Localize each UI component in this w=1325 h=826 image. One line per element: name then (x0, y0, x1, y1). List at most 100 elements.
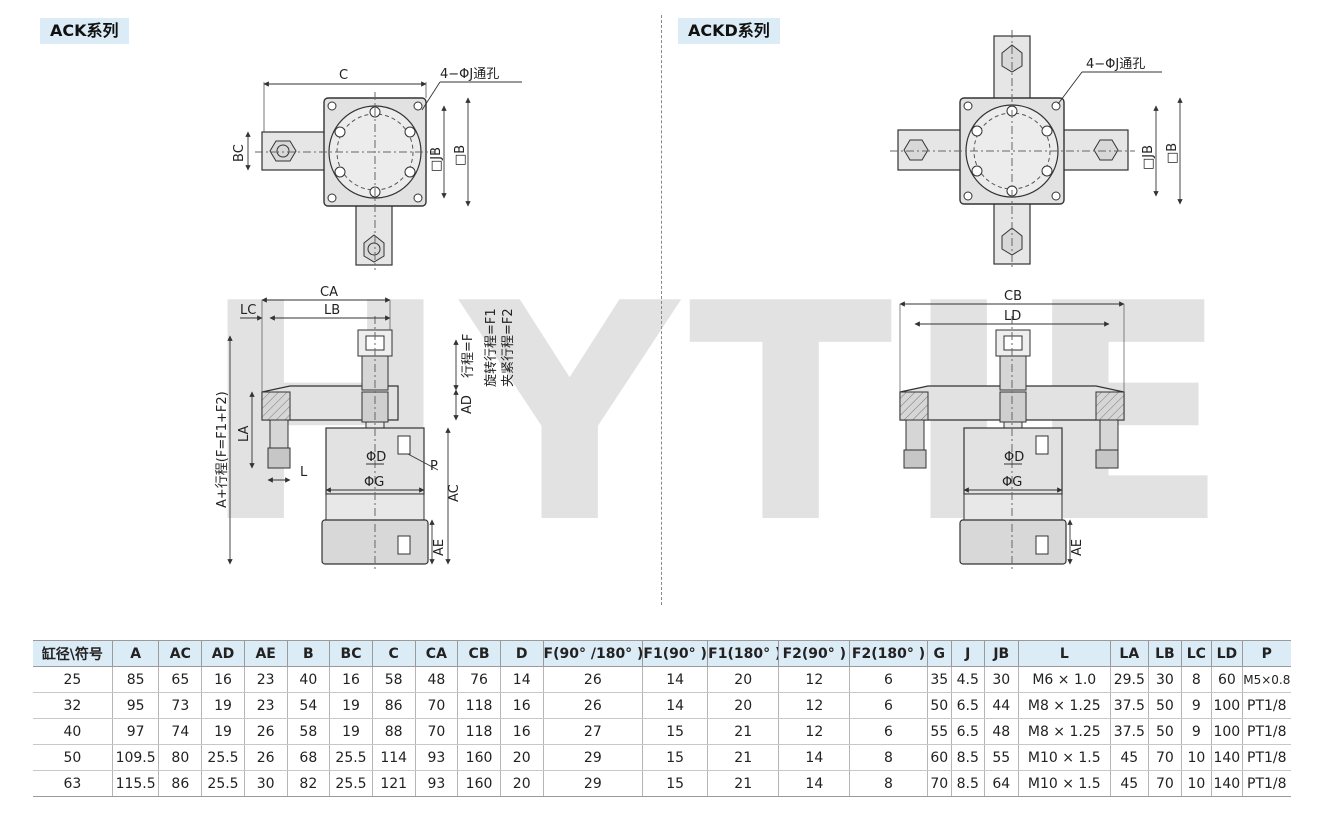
table-cell: PT1/8 (1241, 692, 1291, 719)
column-header: BC (329, 640, 373, 667)
table-cell: 26 (243, 718, 287, 745)
ackd-top-view: 4−ΦJ通孔 □JB □B (890, 30, 1183, 270)
table-cell: 40 (286, 666, 330, 693)
column-header: G (926, 640, 952, 667)
dim-AC: AC (447, 484, 462, 502)
table-cell: 118 (457, 692, 501, 719)
column-header: A (111, 640, 159, 667)
table-cell: 160 (457, 744, 501, 771)
table-cell: 50 (1148, 692, 1182, 719)
table-cell: 8.5 (950, 744, 984, 771)
table-cell: 64 (983, 770, 1019, 797)
table-cell: 86 (371, 692, 416, 719)
table-cell: 48 (983, 718, 1019, 745)
table-cell: 93 (414, 770, 458, 797)
table-cell: 55 (983, 744, 1019, 771)
table-cell: 63 (33, 770, 113, 797)
table-cell: 45 (1109, 744, 1149, 771)
table-cell: 70 (1148, 770, 1182, 797)
table-cell: 140 (1211, 770, 1243, 797)
dim-phiD: ΦD (366, 450, 386, 465)
table-cell: 14 (642, 692, 708, 719)
column-header: F1(180° ) (707, 640, 779, 667)
table-cell: 82 (286, 770, 330, 797)
table-cell: M8 × 1.25 (1018, 718, 1110, 745)
ack-top-view: C 4−ΦJ通孔 BC □JB □B (232, 67, 522, 270)
table-cell: 65 (158, 666, 202, 693)
table-cell: 23 (243, 666, 287, 693)
table-cell: 20 (499, 744, 544, 771)
table-cell: 20 (707, 692, 779, 719)
table-cell: 14 (778, 744, 850, 771)
table-cell: 48 (414, 666, 458, 693)
column-header: JB (983, 640, 1019, 667)
table-cell: 40 (33, 718, 113, 745)
column-header: L (1018, 640, 1110, 667)
table-cell: 25.5 (329, 770, 373, 797)
ack-side-view: CA LC LB 行程=F 旋转行程=F1 夹紧行程=F2 AD LA L A+… (215, 285, 516, 572)
table-cell: 25.5 (329, 744, 373, 771)
ack-series-title: ACK系列 (40, 18, 129, 44)
table-cell: 93 (414, 744, 458, 771)
table-cell: 30 (243, 770, 287, 797)
table-cell: 8 (849, 770, 928, 797)
table-cell: 100 (1211, 692, 1243, 719)
column-header: CA (414, 640, 458, 667)
table-cell: 29 (542, 744, 643, 771)
table-cell: 50 (33, 744, 113, 771)
table-cell: 27 (542, 718, 643, 745)
table-cell: 37.5 (1109, 692, 1149, 719)
column-header: C (371, 640, 416, 667)
table-cell: 20 (707, 666, 779, 693)
table-cell: 8.5 (950, 770, 984, 797)
table-cell: 160 (457, 770, 501, 797)
dim-rotate-stroke: 旋转行程=F1 (484, 308, 499, 387)
column-header: D (499, 640, 544, 667)
table-cell: 35 (926, 666, 952, 693)
table-cell: M10 × 1.5 (1018, 744, 1110, 771)
table-cell: 8 (849, 744, 928, 771)
table-cell: 26 (542, 666, 643, 693)
table-cell: 100 (1211, 718, 1243, 745)
table-cell: 58 (286, 718, 330, 745)
dim-JB: □JB (429, 147, 444, 172)
table-cell: 70 (414, 718, 458, 745)
table-cell: 8 (1180, 666, 1212, 693)
table-cell: 115.5 (111, 770, 159, 797)
table-cell: 32 (33, 692, 113, 719)
table-cell: PT1/8 (1241, 744, 1291, 771)
table-cell: 16 (499, 692, 544, 719)
dim-phiG: ΦG (364, 475, 384, 490)
column-header: J (950, 640, 984, 667)
dim-stroke-F: 行程=F (461, 334, 476, 378)
column-header: LC (1180, 640, 1212, 667)
ackd-dim-phiD: ΦD (1004, 450, 1024, 465)
ackd-dim-CB: CB (1004, 289, 1022, 304)
table-cell: 10 (1180, 744, 1212, 771)
table-cell: 25 (33, 666, 113, 693)
table-cell: 12 (778, 692, 850, 719)
table-cell: 50 (926, 692, 952, 719)
table-cell: 4.5 (950, 666, 984, 693)
column-header: P (1241, 640, 1291, 667)
dim-clamp-stroke: 夹紧行程=F2 (501, 308, 516, 387)
table-cell: 54 (286, 692, 330, 719)
table-cell: 86 (158, 770, 202, 797)
dim-CA: CA (320, 285, 338, 300)
table-cell: 6 (849, 666, 928, 693)
dim-P: P (430, 459, 438, 474)
table-cell: 68 (286, 744, 330, 771)
table-cell: 16 (499, 718, 544, 745)
table-cell: 15 (642, 770, 708, 797)
dim-LA: LA (237, 425, 252, 442)
table-cell: 95 (111, 692, 159, 719)
table-cell: 44 (983, 692, 1019, 719)
table-cell: 58 (371, 666, 416, 693)
table-cell: 21 (707, 718, 779, 745)
table-cell: 6.5 (950, 692, 984, 719)
table-cell: 20 (499, 770, 544, 797)
